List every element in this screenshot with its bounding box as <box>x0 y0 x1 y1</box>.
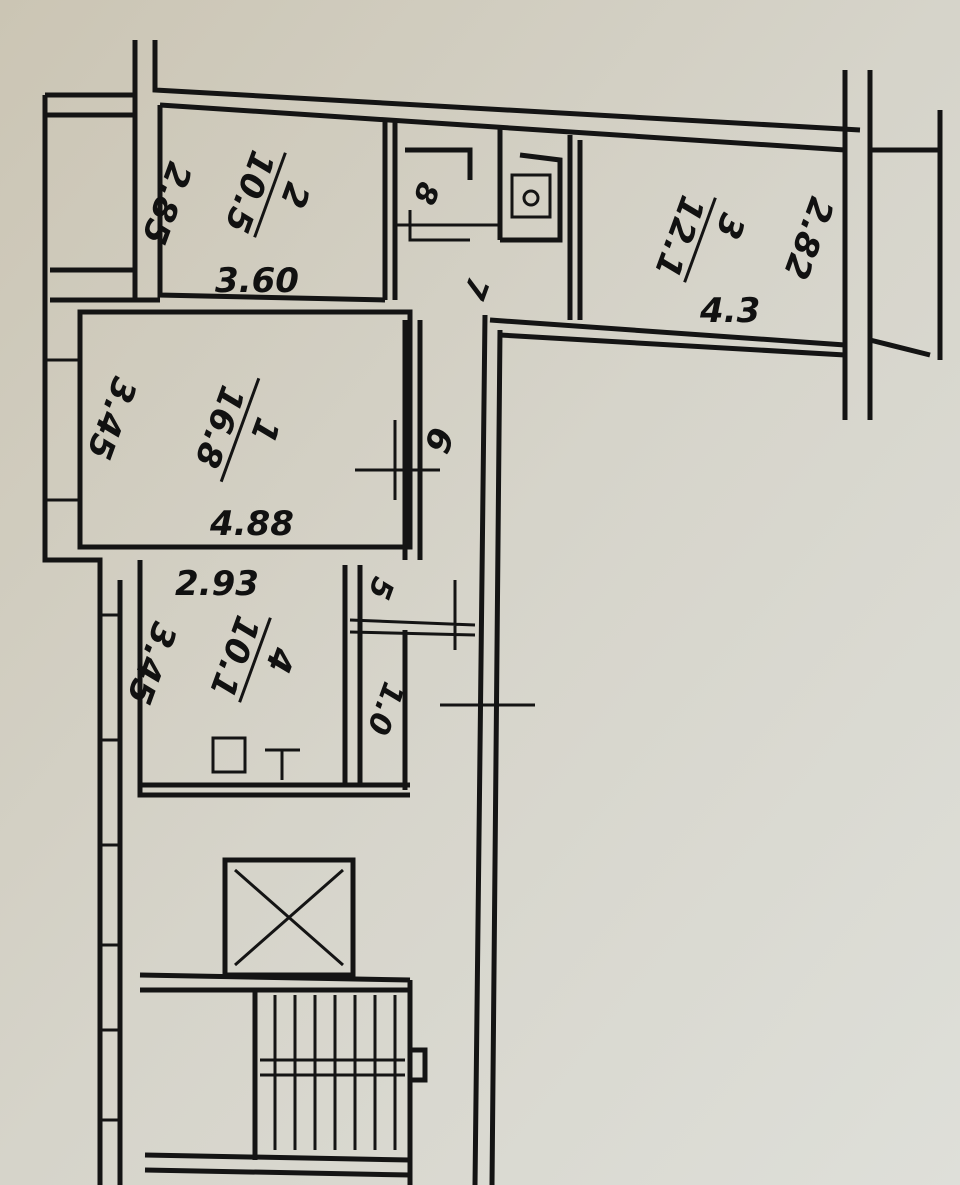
room-1-length: 4.88 <box>209 504 294 544</box>
walls <box>42 40 943 1185</box>
room-3-length: 4.3 <box>699 291 760 331</box>
staircase <box>139 972 428 1185</box>
sink-icon <box>265 748 300 780</box>
elevator-shaft <box>222 857 356 978</box>
room-1-outline <box>77 309 413 550</box>
room-4-length: 2.93 <box>175 564 259 604</box>
stove-icon <box>211 736 247 774</box>
room-2-length: 3.60 <box>215 261 299 301</box>
toilet-icon <box>510 173 552 219</box>
